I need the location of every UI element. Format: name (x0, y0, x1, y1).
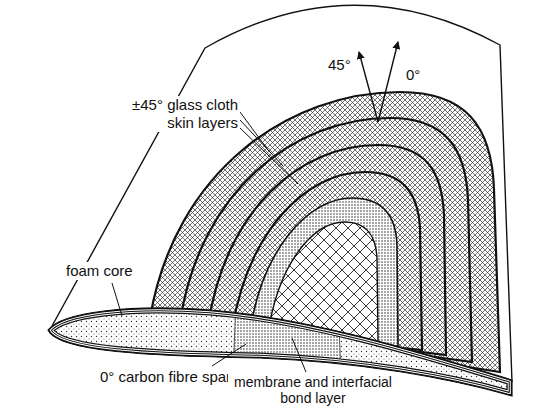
leader-lines (112, 112, 306, 372)
skin-label: ±45° glass cloth skin layers (108, 96, 240, 132)
angle-label: 45° (326, 56, 353, 74)
angle-label: 0° (404, 66, 422, 84)
part-label: membrane and interfacial bond layer (228, 374, 398, 406)
part-label: 0° carbon fibre spar (98, 368, 233, 386)
direction-arrow (359, 52, 378, 122)
direction-arrow (378, 42, 398, 122)
part-label: foam core (64, 262, 135, 280)
